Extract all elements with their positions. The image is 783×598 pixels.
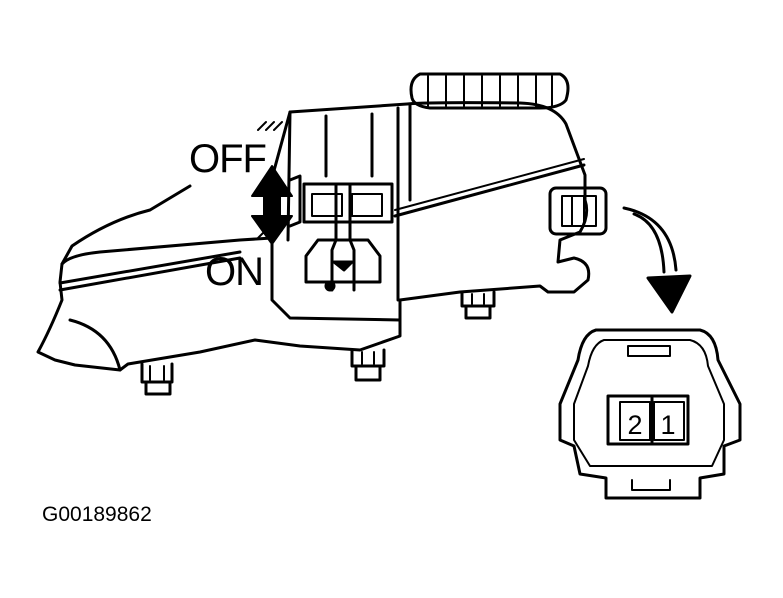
figure-id: G00189862 — [42, 503, 152, 526]
connector-pin-1-label: 1 — [660, 410, 676, 440]
off-label: OFF — [189, 137, 267, 181]
mounting-stud-left — [140, 362, 174, 396]
mounting-stud-center — [350, 348, 386, 382]
double-arrow-vertical-icon — [251, 165, 293, 245]
connector-enlarged-view — [558, 328, 742, 500]
connector-pin-2-label: 2 — [627, 410, 643, 440]
on-label: ON — [205, 250, 264, 294]
reservoir-body — [36, 101, 591, 372]
float-switch — [288, 174, 394, 292]
curved-arrow-icon — [622, 206, 692, 314]
reservoir-cap — [409, 72, 570, 110]
reservoir-connector — [548, 186, 608, 236]
mounting-stud-right — [460, 290, 496, 320]
